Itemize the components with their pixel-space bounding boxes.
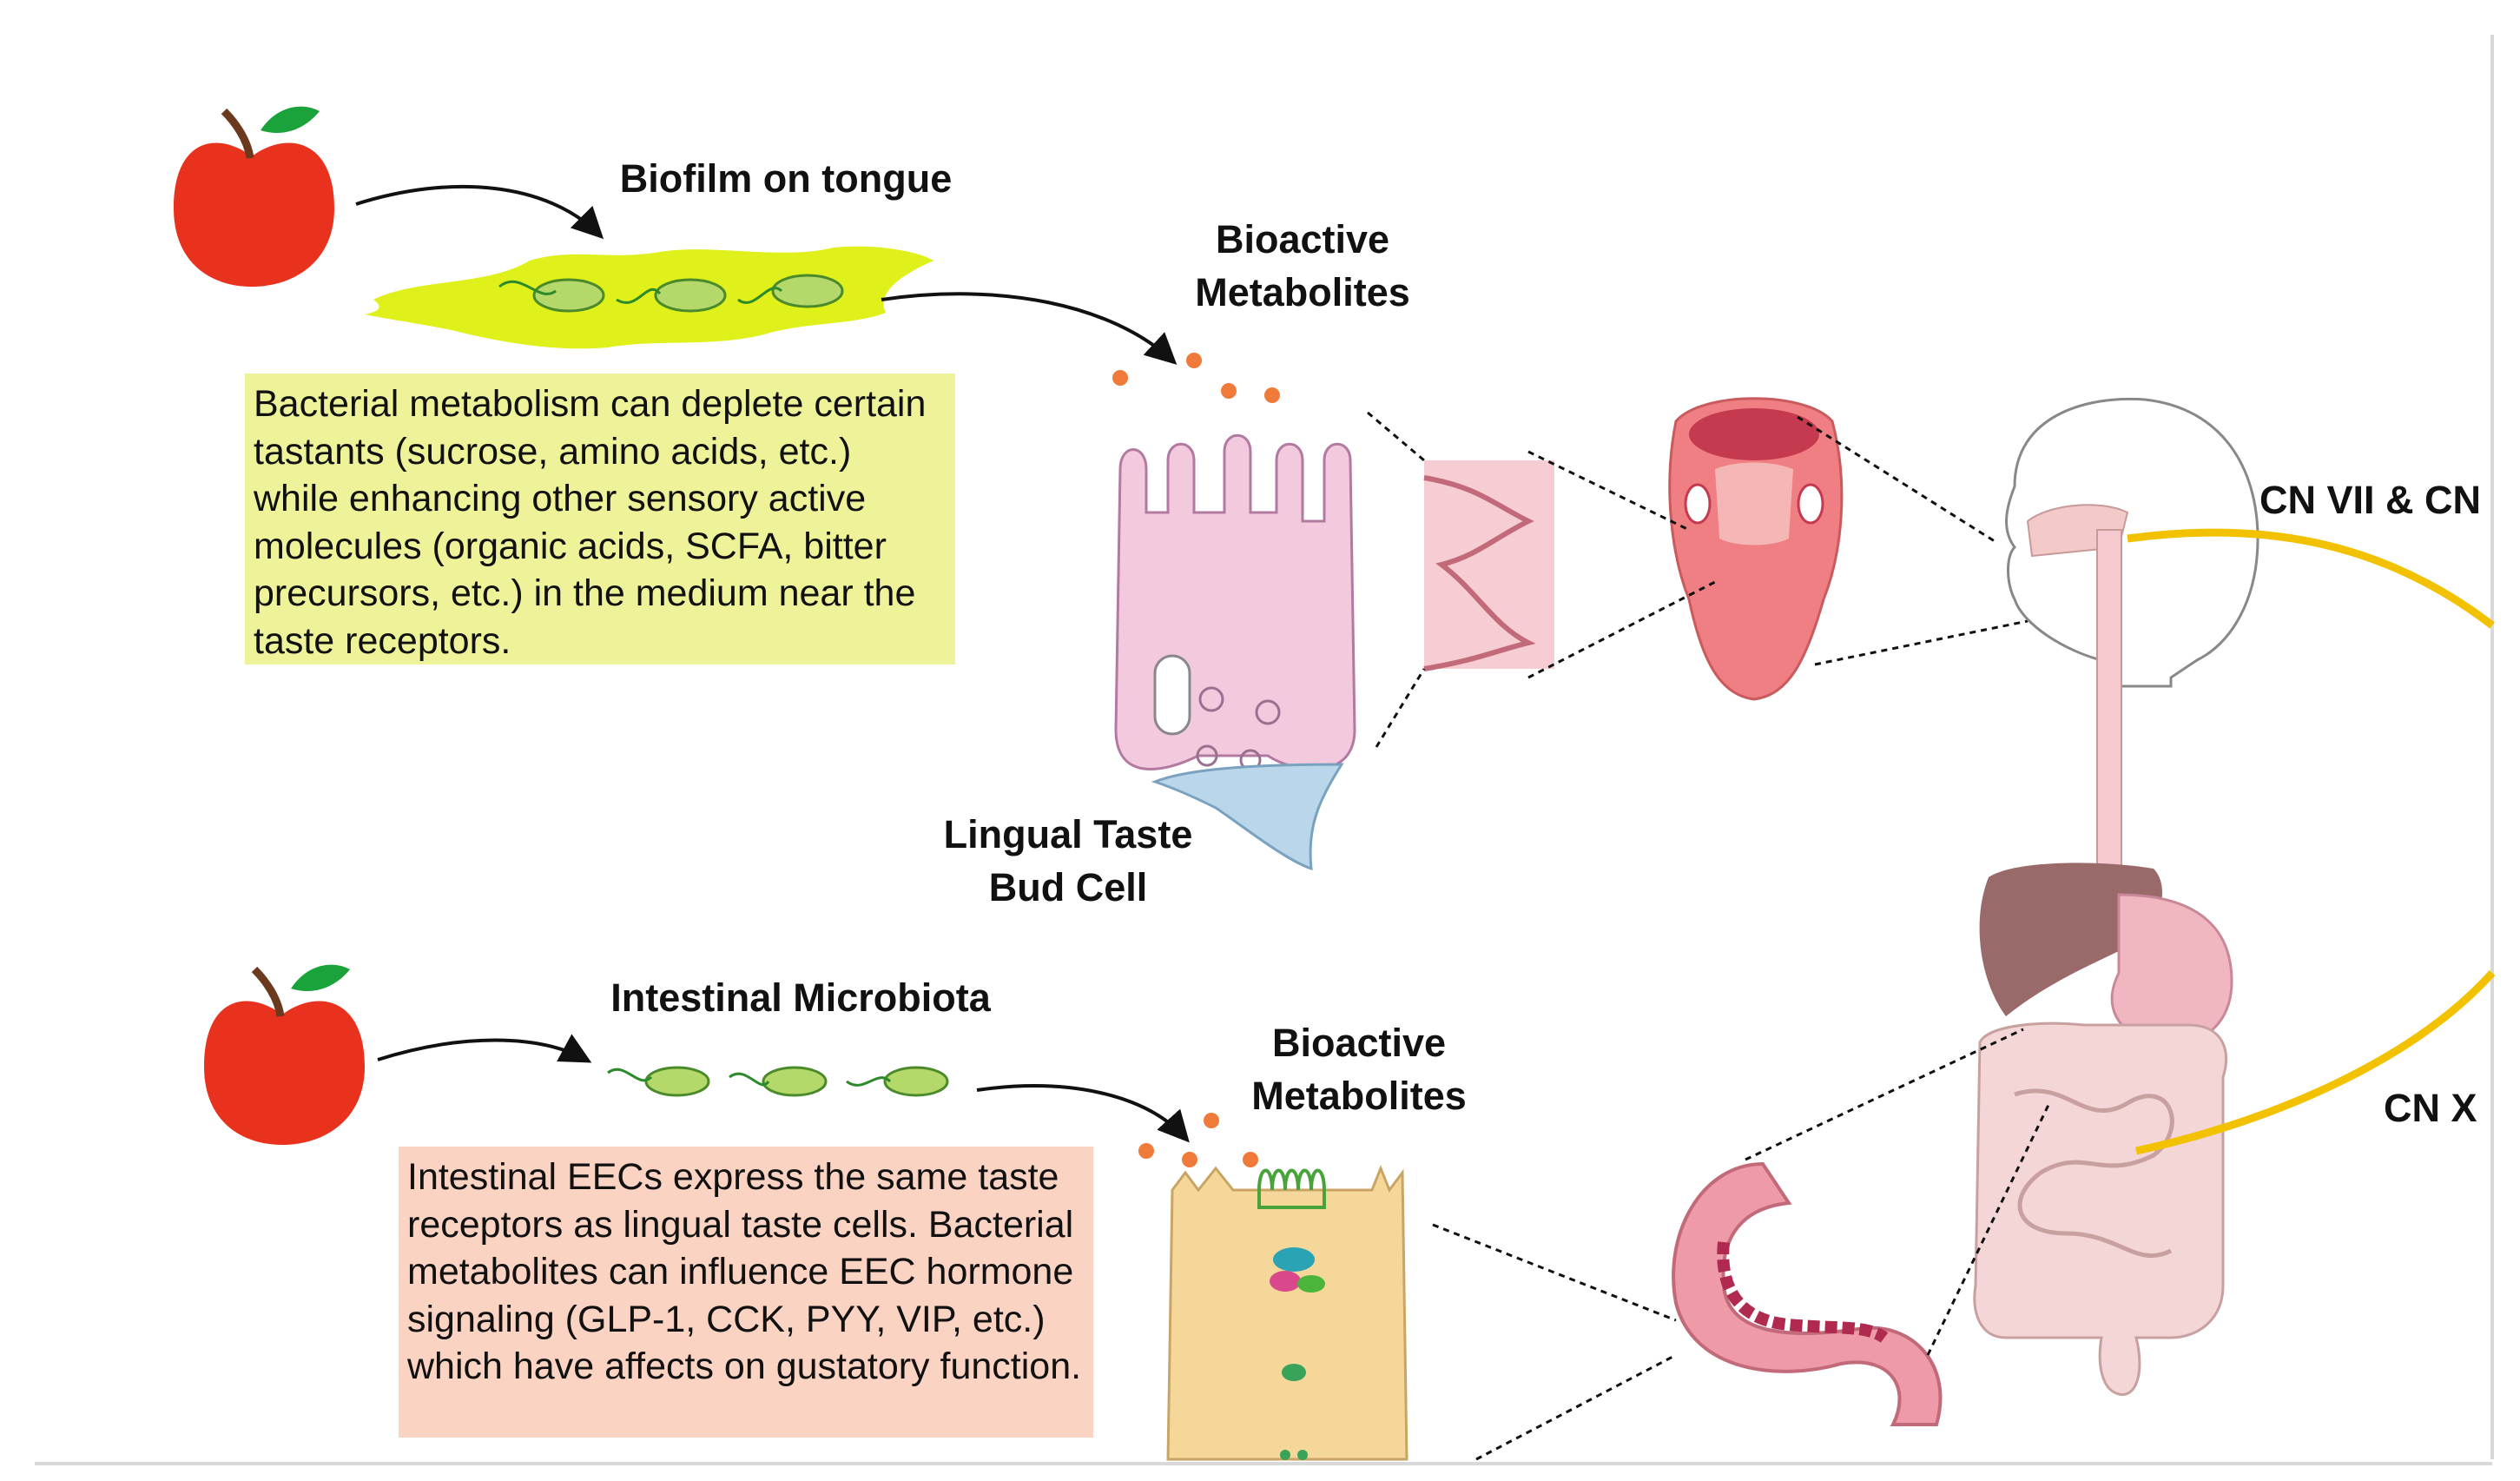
bioactive-metabolites-bottom-label: Bioactive Metabolites (1251, 1021, 1467, 1119)
liver-icon (1979, 863, 2162, 1016)
apple-icon (174, 106, 334, 287)
biofilm-note: Bacterial metabolism can deplete certain… (245, 374, 955, 664)
metabolite-dots-top (1112, 353, 1280, 403)
cn-vii-label: CN VII & CN (2259, 478, 2482, 522)
enteroendocrine-cell-icon (1166, 1164, 1408, 1461)
cn-x-nerve (2135, 969, 2496, 1155)
arrow-apple-to-microbiota (377, 1034, 592, 1063)
cn-x-label: CN X (2384, 1086, 2477, 1130)
arrow-biofilm-to-metabolites (881, 292, 1178, 365)
tongue-icon (1668, 397, 1844, 701)
taste-cell-icon (1114, 433, 1356, 871)
bacteria-icon (498, 274, 844, 313)
head-silhouette-icon (2005, 397, 2259, 887)
arrow-microbiota-to-metabolites (976, 1084, 1190, 1143)
intestinal-note: Intestinal EECs express the same taste r… (399, 1147, 1093, 1438)
zoom-line-1 (1367, 411, 1425, 462)
stomach-icon (2110, 893, 2233, 1046)
zoom-line-8 (1475, 1353, 1677, 1461)
zoom-line-4 (1527, 580, 1716, 679)
bioactive-metabolites-top-label: Bioactive Metabolites (1195, 217, 1410, 315)
lingual-taste-cell-label: Lingual Taste Bud Cell (943, 812, 1193, 910)
biofilm-title: Biofilm on tongue (619, 156, 953, 201)
intestinal-microbiota-title: Intestinal Microbiota (610, 975, 991, 1020)
zoom-line-9 (1745, 1028, 2024, 1161)
zoom-line-3 (1527, 450, 1690, 532)
zoom-line-5 (1797, 415, 1998, 545)
zoom-line-10 (1926, 1102, 2051, 1356)
biofilm-icon (365, 246, 933, 349)
apple-icon (204, 964, 365, 1145)
zoom-line-7 (1432, 1223, 1677, 1322)
arrow-apple-to-biofilm (355, 184, 604, 240)
colon-segment-icon (1672, 1161, 1943, 1426)
intestine-icon (1973, 1021, 2228, 1396)
bacteria-icon (607, 1066, 949, 1097)
zoom-line-2 (1375, 668, 1426, 748)
zoom-line-6 (1814, 619, 2029, 666)
taste-bud-zoom-icon (1423, 460, 1554, 671)
cn-vii-nerve (2127, 528, 2495, 629)
metabolite-dots-bottom (1138, 1113, 1258, 1167)
